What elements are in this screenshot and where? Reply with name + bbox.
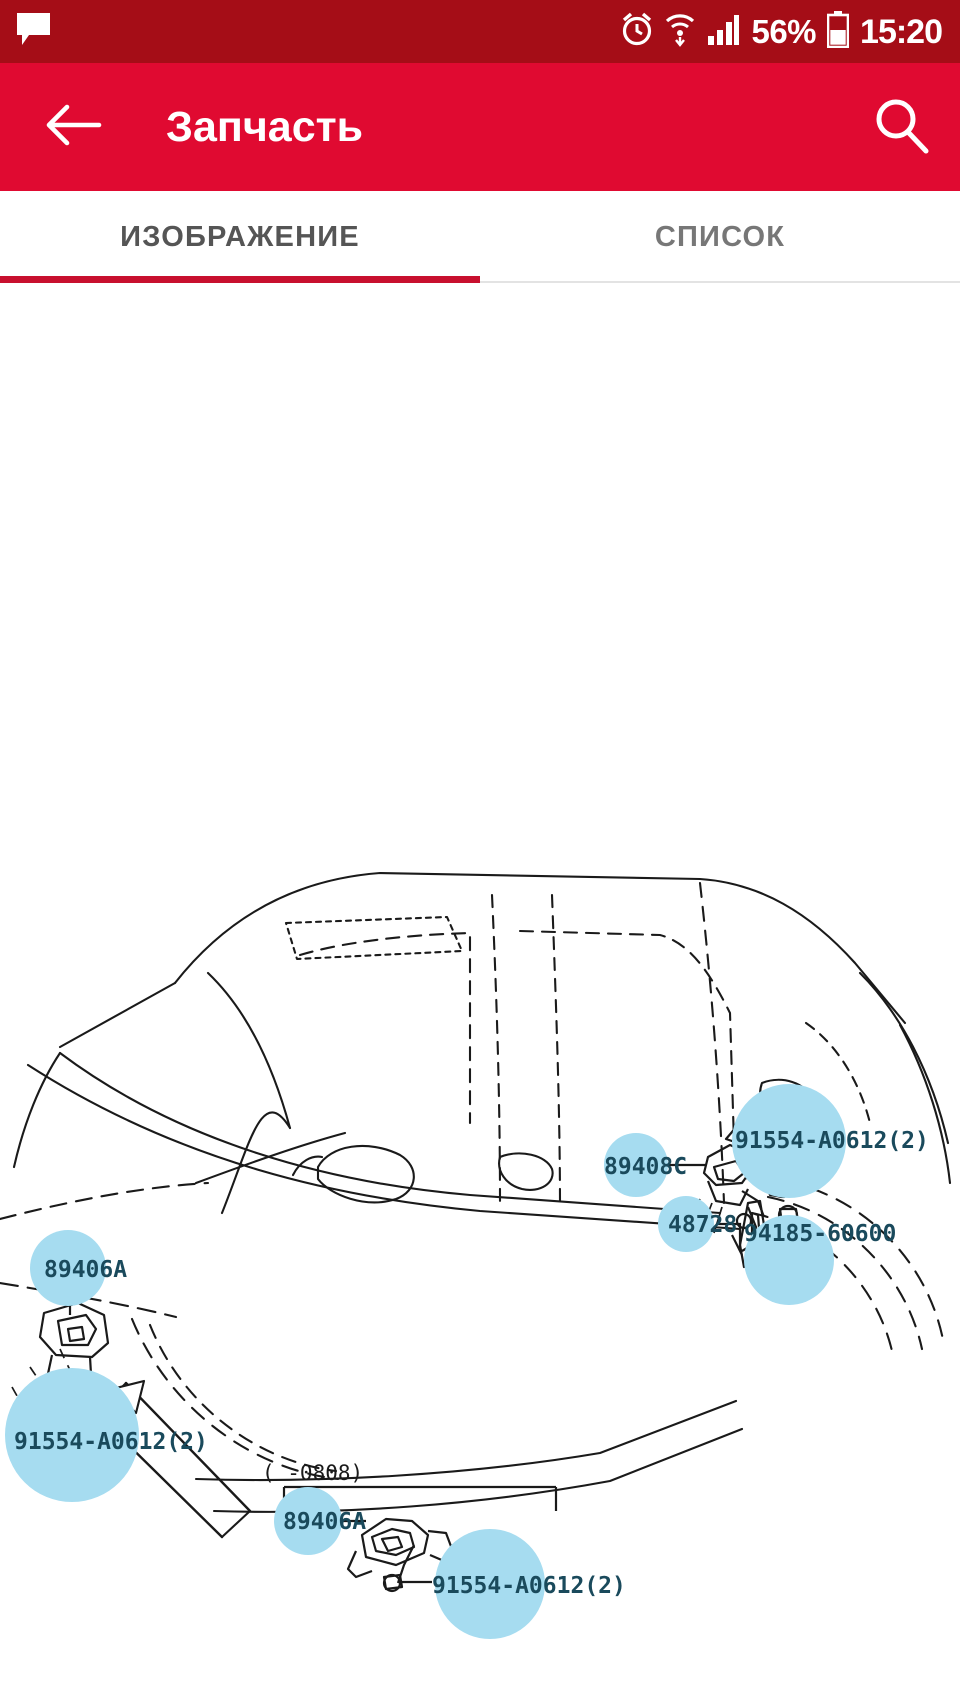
hotspot-label-91554-rear[interactable]: 91554-A0612(2) bbox=[735, 1128, 929, 1154]
status-bar-left bbox=[14, 9, 54, 54]
back-button[interactable] bbox=[40, 94, 106, 160]
search-icon bbox=[870, 94, 932, 161]
cellular-signal-icon bbox=[706, 12, 740, 51]
hotspot-label-89406a-front[interactable]: 89406A bbox=[44, 1257, 128, 1283]
hotspot-94185[interactable] bbox=[744, 1215, 834, 1305]
battery-icon bbox=[826, 10, 850, 53]
hotspot-89406a-front[interactable] bbox=[30, 1230, 106, 1306]
back-arrow-icon bbox=[43, 99, 103, 156]
tab-list-label: СПИСОК bbox=[654, 220, 786, 253]
alarm-clock-icon bbox=[620, 11, 654, 52]
part-diagram-canvas[interactable]: 89406A 91554-A0612(2) 89408C 91554-A0612… bbox=[0, 283, 960, 1707]
hotspot-91554-front[interactable] bbox=[5, 1368, 139, 1502]
chat-bubble-icon bbox=[14, 9, 54, 54]
tab-active-indicator bbox=[0, 276, 480, 283]
car-line-drawing bbox=[0, 871, 952, 1593]
tab-image[interactable]: ИЗОБРАЖЕНИЕ bbox=[0, 191, 480, 283]
tab-image-label: ИЗОБРАЖЕНИЕ bbox=[120, 220, 360, 253]
hotspot-91554-rear[interactable] bbox=[732, 1084, 846, 1198]
app-bar: Запчасть bbox=[0, 63, 960, 191]
status-bar: 56% 15:20 bbox=[0, 0, 960, 63]
page-title: Запчасть bbox=[166, 102, 364, 151]
hotspot-89408c[interactable] bbox=[604, 1133, 668, 1197]
tab-list[interactable]: СПИСОК bbox=[480, 191, 960, 283]
hotspot-label-94185[interactable]: 94185-60600 bbox=[744, 1221, 897, 1247]
battery-percent-text: 56% bbox=[751, 13, 817, 50]
tab-divider bbox=[0, 281, 960, 283]
hotspot-91554-inset[interactable] bbox=[435, 1529, 545, 1639]
hotspot-label-89406a-inset[interactable]: 89406A bbox=[283, 1509, 367, 1535]
hotspot-label-91554-front[interactable]: 91554-A0612(2) bbox=[14, 1429, 208, 1455]
status-bar-clock: 15:20 bbox=[860, 12, 943, 51]
inset-caption: ( -0808) bbox=[262, 1461, 364, 1485]
wifi-icon bbox=[665, 11, 695, 52]
search-button[interactable] bbox=[868, 94, 934, 160]
hotspot-label-89408c[interactable]: 89408C bbox=[604, 1154, 688, 1180]
hotspot-89406a-inset[interactable] bbox=[274, 1487, 342, 1555]
hotspot-label-91554-inset[interactable]: 91554-A0612(2) bbox=[432, 1573, 626, 1599]
status-bar-right: 56% 15:20 bbox=[620, 10, 943, 53]
tab-bar: ИЗОБРАЖЕНИЕ СПИСОК bbox=[0, 191, 960, 283]
hotspot-label-48728[interactable]: 48728 bbox=[668, 1212, 738, 1238]
hotspot-48728[interactable] bbox=[658, 1196, 714, 1252]
